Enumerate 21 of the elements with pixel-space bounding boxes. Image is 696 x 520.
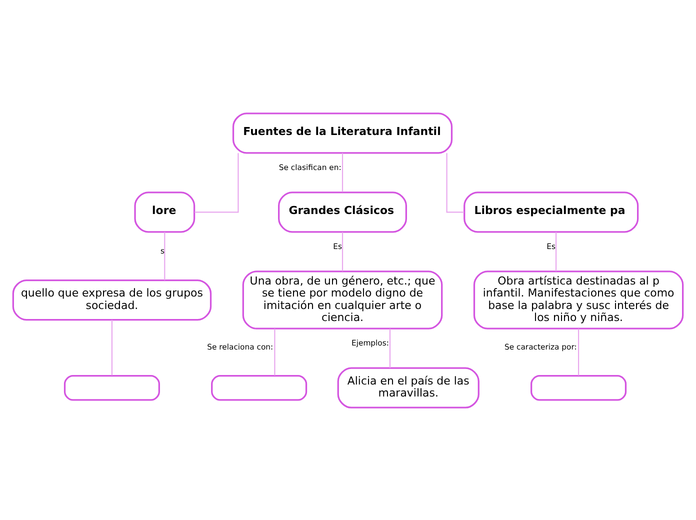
connector xyxy=(274,328,276,375)
connector xyxy=(446,152,464,212)
node-box xyxy=(530,374,627,400)
node-box xyxy=(64,374,160,400)
node-box: lore xyxy=(134,191,196,232)
connector xyxy=(164,232,166,280)
connector xyxy=(578,328,580,375)
node-box: Grandes Clásicos xyxy=(278,191,407,232)
connector xyxy=(342,232,344,271)
connector xyxy=(111,319,113,375)
node-box: Alicia en el país de las maravillas. xyxy=(337,366,480,408)
node-box: Una obra, de un género, etc.; que se tiene por modelo digno de imitación en cualquier arte o ciencia. xyxy=(242,270,443,329)
node-box: Libros especialmente pa xyxy=(464,191,639,232)
node-box xyxy=(211,374,308,400)
connector xyxy=(342,152,344,192)
connector xyxy=(556,232,557,271)
node-box: Obra artística destinadas al p infantil. Manifestaciones que como base la palabra y susc interés de los niño y niñas. xyxy=(473,270,684,329)
connector xyxy=(194,152,239,212)
node-box: quello que expresa de los grupos sociedad. xyxy=(12,278,212,320)
node-box: Fuentes de la Literatura Infantil xyxy=(232,112,453,154)
connector xyxy=(389,328,391,368)
